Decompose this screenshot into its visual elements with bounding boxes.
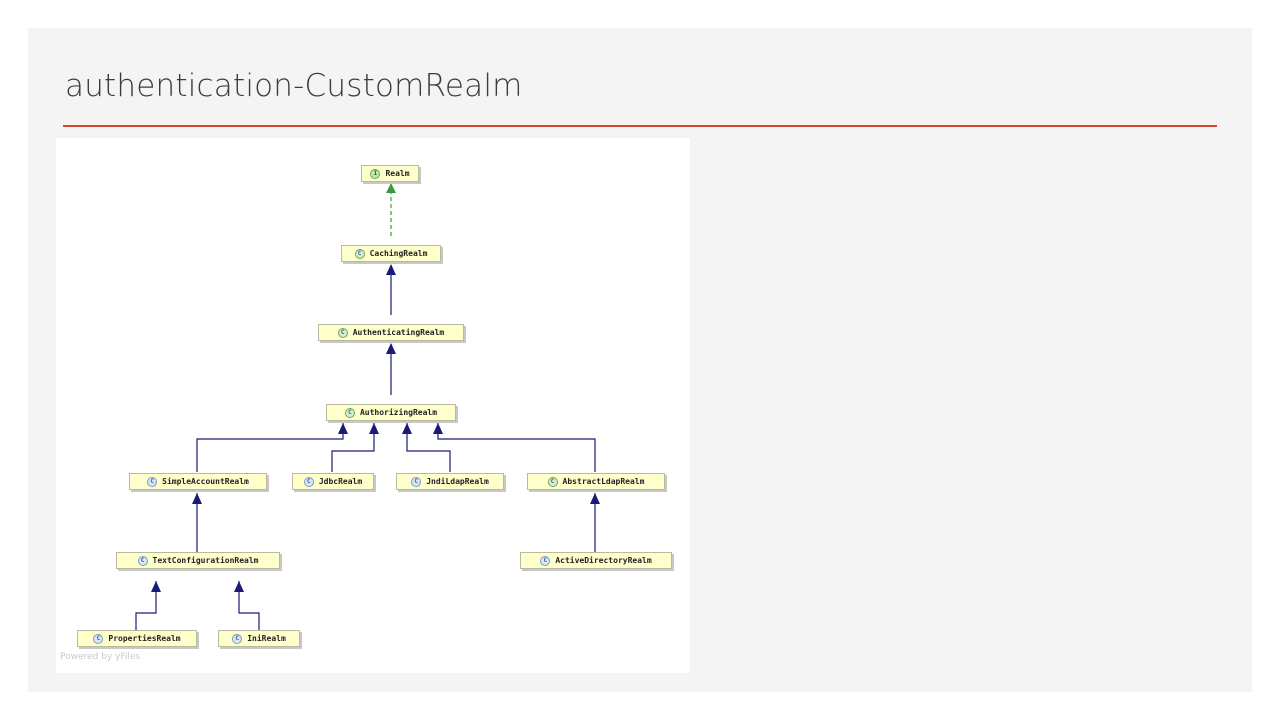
abstract-class-icon: C bbox=[337, 327, 348, 338]
arrowhead-extends bbox=[369, 423, 379, 434]
abstract-class-icon: C bbox=[354, 248, 365, 259]
class-icon: C bbox=[540, 555, 551, 566]
node-label: CachingRealm bbox=[369, 249, 428, 258]
node-jndildap-realm: C JndiLdapRealm bbox=[396, 473, 504, 490]
arrowhead-extends bbox=[151, 581, 161, 592]
arrowhead-extends bbox=[192, 493, 202, 504]
class-icon: C bbox=[232, 633, 243, 644]
abstract-class-icon: C bbox=[547, 476, 558, 487]
class-icon: C bbox=[411, 476, 422, 487]
node-label: JndiLdapRealm bbox=[426, 477, 489, 486]
arrowhead-extends bbox=[386, 343, 396, 354]
node-label: ActiveDirectoryRealm bbox=[555, 556, 652, 565]
node-label: SimpleAccountRealm bbox=[162, 477, 249, 486]
interface-icon: I bbox=[370, 168, 381, 179]
abstract-class-icon: C bbox=[344, 407, 355, 418]
node-ini-realm: C IniRealm bbox=[218, 630, 300, 647]
node-properties-realm: C PropertiesRealm bbox=[77, 630, 197, 647]
slide: authentication-CustomRealm bbox=[28, 28, 1252, 692]
node-realm: I Realm bbox=[361, 165, 419, 182]
class-hierarchy-diagram: I Realm C CachingRealm C AuthenticatingR… bbox=[56, 138, 690, 673]
class-icon: C bbox=[137, 555, 148, 566]
node-label: Realm bbox=[385, 169, 410, 178]
arrowhead-extends bbox=[338, 423, 348, 434]
powered-by-watermark: Powered by yFiles bbox=[60, 652, 141, 662]
node-simpleaccount-realm: C SimpleAccountRealm bbox=[129, 473, 267, 490]
node-label: IniRealm bbox=[247, 634, 286, 643]
arrowhead-extends bbox=[234, 581, 244, 592]
node-jdbc-realm: C JdbcRealm bbox=[292, 473, 374, 490]
edge-jdbc-to-authorizing bbox=[331, 423, 375, 472]
class-icon: C bbox=[147, 476, 158, 487]
node-label: AbstractLdapRealm bbox=[562, 477, 645, 486]
title-divider bbox=[63, 125, 1217, 127]
node-authenticating-realm: C AuthenticatingRealm bbox=[318, 324, 464, 341]
node-label: AuthorizingRealm bbox=[359, 408, 438, 417]
node-abstractldap-realm: C AbstractLdapRealm bbox=[527, 473, 665, 490]
node-activedirectory-realm: C ActiveDirectoryRealm bbox=[520, 552, 672, 569]
class-icon: C bbox=[93, 633, 104, 644]
edge-properties-to-textconfiguration bbox=[135, 581, 157, 630]
node-authorizing-realm: C AuthorizingRealm bbox=[326, 404, 456, 421]
edge-jndildap-to-authorizing bbox=[406, 423, 451, 472]
diagram-edges bbox=[135, 183, 600, 630]
node-textconfiguration-realm: C TextConfigurationRealm bbox=[116, 552, 280, 569]
arrowhead-implements bbox=[386, 183, 396, 193]
edge-ini-to-textconfiguration bbox=[238, 581, 260, 630]
edge-abstractldap-to-authorizing bbox=[437, 423, 596, 472]
node-label: JdbcRealm bbox=[318, 477, 363, 486]
node-label: TextConfigurationRealm bbox=[152, 556, 259, 565]
arrowhead-extends bbox=[402, 423, 412, 434]
slide-title: authentication-CustomRealm bbox=[65, 68, 523, 104]
node-label: AuthenticatingRealm bbox=[352, 328, 445, 337]
edge-simpleaccount-to-authorizing bbox=[196, 423, 344, 472]
class-icon: C bbox=[303, 476, 314, 487]
arrowhead-extends bbox=[386, 264, 396, 275]
node-label: PropertiesRealm bbox=[108, 634, 181, 643]
arrowhead-extends bbox=[590, 493, 600, 504]
node-caching-realm: C CachingRealm bbox=[341, 245, 441, 262]
arrowhead-extends bbox=[433, 423, 443, 434]
